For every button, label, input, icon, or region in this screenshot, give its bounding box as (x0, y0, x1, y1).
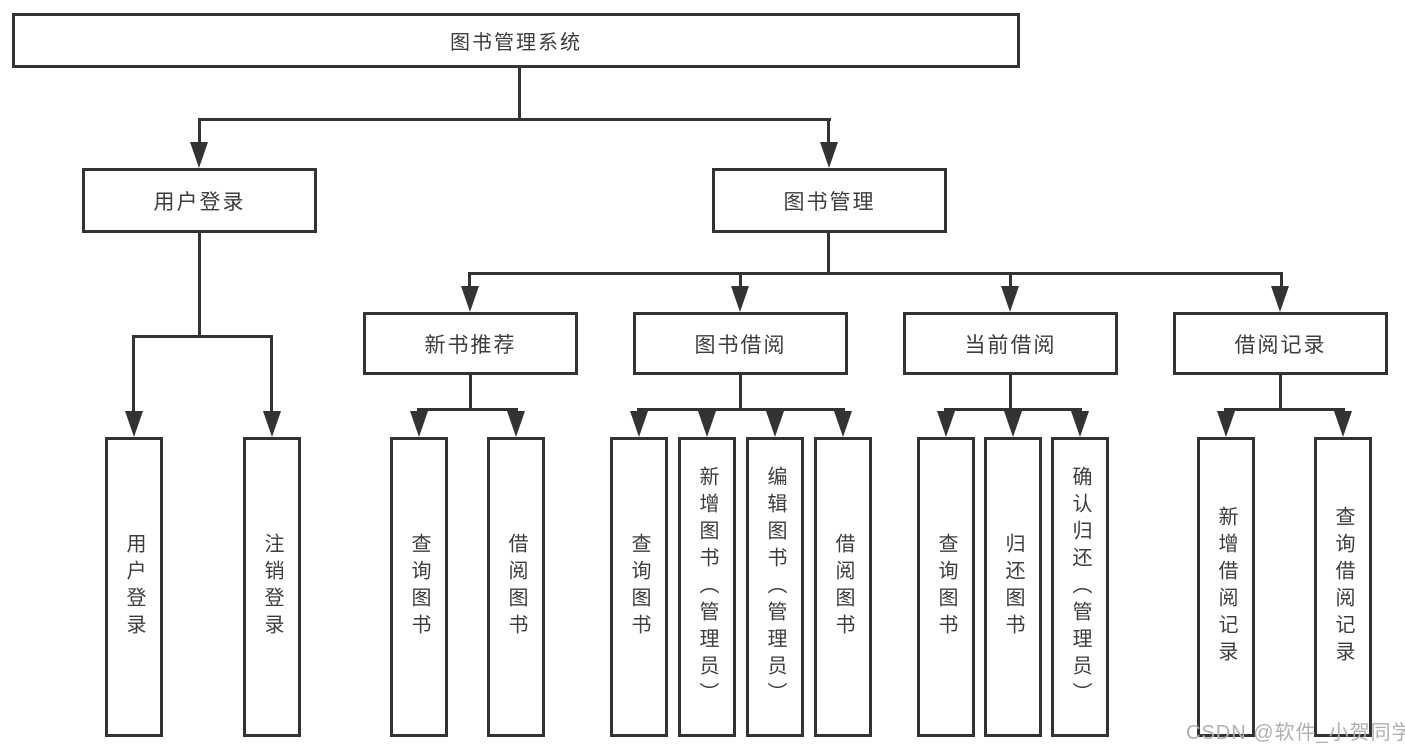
connector-stub (1280, 272, 1283, 288)
arrow-down-icon (630, 411, 648, 437)
connector-root-feed (518, 68, 521, 118)
leaf-label: 用户登录 (123, 533, 145, 641)
connector-book-mgmt-feed (827, 233, 830, 275)
arrow-down-icon (410, 411, 428, 437)
leaf-label: 新增借阅记录 (1215, 506, 1237, 668)
connector-recommend-rail (417, 408, 518, 411)
leaf-label: 查询借阅记录 (1332, 506, 1354, 668)
leaf-label: 借阅图书 (832, 533, 854, 641)
connector-stub (739, 272, 742, 288)
connector-records-rail (1224, 408, 1345, 411)
connector-level3-rail (468, 272, 1283, 275)
arrow-down-icon (766, 411, 784, 437)
node-label: 借阅记录 (1234, 333, 1327, 357)
node-label: 图书借阅 (694, 333, 787, 357)
arrow-down-icon (507, 411, 525, 437)
leaf-query-books-current: 查询图书 (917, 437, 975, 737)
node-label: 当前借阅 (964, 333, 1057, 357)
arrow-down-icon (1217, 411, 1235, 437)
leaf-confirm-return-admin: 确认归还（管理员） (1051, 437, 1109, 737)
node-book-management: 图书管理 (712, 168, 947, 233)
leaf-return-books: 归还图书 (984, 437, 1042, 737)
leaf-user-login: 用户登录 (105, 437, 163, 737)
node-user-login: 用户登录 (82, 168, 317, 233)
leaf-borrow-books: 借阅图书 (814, 437, 872, 737)
connector-stub (132, 335, 135, 415)
leaf-add-books-admin: 新增图书（管理员） (678, 437, 736, 737)
csdn-watermark: CSDN @软件_小贺同学 (1186, 722, 1405, 744)
connector-stub (1009, 272, 1012, 288)
leaf-label: 注销登录 (261, 533, 283, 641)
node-label: 图书管理 (783, 190, 876, 214)
leaf-label: 归还图书 (1002, 533, 1024, 641)
arrow-down-icon (834, 411, 852, 437)
leaf-edit-books-admin: 编辑图书（管理员） (746, 437, 804, 737)
arrow-down-icon (1071, 411, 1089, 437)
node-root: 图书管理系统 (12, 13, 1020, 68)
node-label: 图书管理系统 (450, 32, 582, 54)
connector-user-login-feed (198, 233, 201, 338)
connector-records-feed (1279, 375, 1282, 411)
arrow-down-icon (1004, 411, 1022, 437)
connector-stub (270, 335, 273, 415)
arrow-down-icon (1001, 286, 1019, 312)
leaf-label: 查询图书 (408, 533, 430, 641)
connector-stub (468, 272, 471, 288)
node-borrow-records: 借阅记录 (1173, 312, 1388, 375)
leaf-query-borrow-record: 查询借阅记录 (1314, 437, 1372, 737)
leaf-label: 借阅图书 (505, 533, 527, 641)
arrow-down-icon (461, 286, 479, 312)
connector-stub (198, 118, 201, 146)
leaf-borrow-books-recommend: 借阅图书 (487, 437, 545, 737)
connector-user-login-rail (132, 335, 273, 338)
leaf-add-borrow-record: 新增借阅记录 (1197, 437, 1255, 737)
leaf-label: 确认归还（管理员） (1069, 465, 1091, 709)
node-new-book-recommend: 新书推荐 (363, 312, 578, 375)
arrow-down-icon (698, 411, 716, 437)
arrow-down-icon (731, 286, 749, 312)
leaf-label: 编辑图书（管理员） (764, 465, 786, 709)
connector-borrow-rail (637, 408, 845, 411)
node-label: 新书推荐 (424, 333, 517, 357)
node-label: 用户登录 (153, 190, 246, 214)
leaf-query-books-borrow: 查询图书 (610, 437, 668, 737)
connector-recommend-feed (469, 375, 472, 411)
node-book-borrow: 图书借阅 (633, 312, 848, 375)
arrow-down-icon (937, 411, 955, 437)
arrow-down-icon (820, 142, 838, 168)
arrow-down-icon (263, 411, 281, 437)
arrow-down-icon (125, 411, 143, 437)
connector-stub (827, 118, 830, 146)
arrow-down-icon (1334, 411, 1352, 437)
arrow-down-icon (1271, 286, 1289, 312)
arrow-down-icon (190, 142, 208, 168)
connector-level2-rail (198, 118, 831, 121)
node-current-borrow: 当前借阅 (903, 312, 1118, 375)
leaf-query-books-recommend: 查询图书 (390, 437, 448, 737)
connector-current-feed (1009, 375, 1012, 411)
leaf-label: 查询图书 (935, 533, 957, 641)
connector-borrow-feed (739, 375, 742, 411)
leaf-label: 查询图书 (628, 533, 650, 641)
leaf-label: 新增图书（管理员） (696, 465, 718, 709)
connector-current-rail (944, 408, 1082, 411)
leaf-logout: 注销登录 (243, 437, 301, 737)
